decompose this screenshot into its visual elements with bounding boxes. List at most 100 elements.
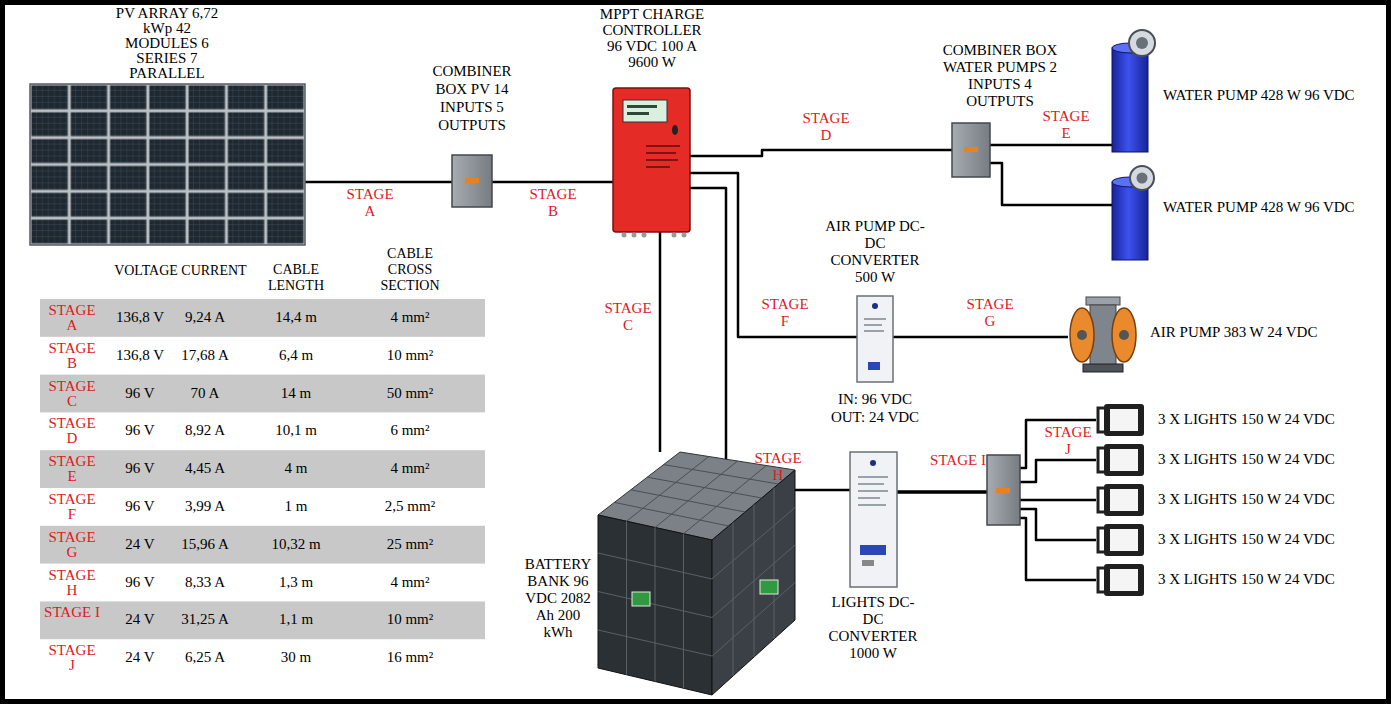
- table-cell: 4 m: [251, 460, 341, 477]
- battery-bank: BATTERY BANK 96 VDC 2082 Ah 200 kWh: [598, 452, 795, 695]
- charge-controller-body: [613, 88, 690, 232]
- combiner-box-label: COMBINER BOX PV 14 INPUTS 5 OUTPUTS: [422, 62, 522, 134]
- pv-array: PV ARRAY 6,72 kWp 42 MODULES 6 SERIES 7 …: [30, 84, 305, 245]
- light-lens: [1110, 489, 1138, 511]
- stage-label: STAGE I: [44, 605, 100, 620]
- table-cell: 24 V: [95, 649, 185, 666]
- table-cell: 96 V: [95, 574, 185, 591]
- light-lens: [1110, 569, 1138, 591]
- cable-line: [659, 232, 662, 452]
- light-fixture-label: 3 X LIGHTS 150 W 24 VDC: [1158, 531, 1383, 548]
- table-cell: 96 V: [95, 460, 185, 477]
- table-cell: 30 m: [251, 649, 341, 666]
- display-line: [627, 112, 649, 115]
- cable-line: [990, 144, 1112, 147]
- air-pump-hub: [1077, 330, 1087, 340]
- converter-switch: [868, 362, 880, 370]
- water-pump-outlet: [1137, 173, 1148, 184]
- converter-marking: [858, 483, 884, 485]
- combiner-box: COMBINER BOX WATER PUMPS 2 INPUTS 4 OUTP…: [952, 123, 990, 177]
- stage-label: STAGE J: [1040, 424, 1096, 458]
- light-fixture-label: 3 X LIGHTS 150 W 24 VDC: [1158, 491, 1383, 508]
- dc-dc-converter: LIGHTS DC-DC CONVERTER 1000 W: [850, 452, 897, 587]
- stage-label: STAGE H: [750, 450, 806, 484]
- dc-dc-converter-label: AIR PUMP DC-DC CONVERTER 500 W: [825, 218, 925, 286]
- light-fixture: 3 X LIGHTS 150 W 24 VDC: [1096, 483, 1146, 517]
- converter-marking: [864, 330, 884, 332]
- light-lens: [1110, 409, 1138, 431]
- converter-led: [872, 303, 878, 309]
- combiner-box-body: [952, 123, 990, 177]
- light-fixture-label: 3 X LIGHTS 150 W 24 VDC: [1158, 571, 1383, 588]
- light-housing: [1104, 564, 1144, 596]
- light-fixture: 3 X LIGHTS 150 W 24 VDC: [1096, 563, 1146, 597]
- stage-label: STAGE A: [44, 303, 100, 333]
- converter-marking: [858, 504, 886, 506]
- air-pump-chamber: [1070, 308, 1094, 362]
- table-cell: 4 mm²: [365, 309, 455, 326]
- cable-line: [690, 150, 952, 156]
- light-fixture-label: 3 X LIGHTS 150 W 24 VDC: [1158, 451, 1383, 468]
- combiner-box-label: COMBINER BOX WATER PUMPS 2 INPUTS 4 OUTP…: [935, 42, 1065, 110]
- table-row-shade: [40, 299, 485, 337]
- table-row-shade: [40, 601, 485, 639]
- converter-switch: [862, 560, 874, 566]
- table-cell: 2,5 mm²: [365, 498, 455, 515]
- converter-marking: [858, 497, 880, 499]
- light-lens: [1110, 529, 1138, 551]
- water-pump-flange: [1130, 166, 1154, 190]
- terminal: [642, 233, 647, 238]
- table-row-shade: [40, 375, 485, 413]
- table-cell: 136,8 V: [95, 347, 185, 364]
- table-cell: 31,25 A: [160, 611, 250, 628]
- table-cell: 10,1 m: [251, 422, 341, 439]
- battery-cell-lines: [712, 488, 795, 676]
- converter-led: [870, 460, 876, 466]
- water-pump-label: WATER PUMP 428 W 96 VDC: [1163, 87, 1378, 104]
- dc-dc-converter-label: IN: 96 VDC OUT: 24 VDC: [825, 390, 925, 426]
- table-cell: 6,25 A: [160, 649, 250, 666]
- table-cell: 10 mm²: [365, 611, 455, 628]
- controller-knob: [672, 125, 678, 135]
- table-header: CABLE LENGTH: [261, 262, 331, 294]
- stage-label: STAGE G: [44, 530, 100, 560]
- table-cell: 9,24 A: [160, 309, 250, 326]
- air-pump-label: AIR PUMP 383 W 24 VDC: [1150, 324, 1380, 341]
- stage-label: STAGE F: [44, 492, 100, 522]
- light-housing: [1104, 524, 1144, 556]
- terminal: [632, 233, 637, 238]
- cable-line: [492, 181, 613, 184]
- water-pump-label: WATER PUMP 428 W 96 VDC: [1163, 199, 1378, 216]
- battery-label: [760, 580, 778, 594]
- stage-label: STAGE G: [962, 296, 1018, 330]
- stage-label: STAGE C: [44, 379, 100, 409]
- stage-label: STAGE E: [1038, 108, 1094, 142]
- light-bracket: [1098, 408, 1104, 592]
- converter-body: [850, 452, 897, 587]
- table-header: CURRENT: [174, 262, 254, 279]
- controller-marking: [646, 152, 676, 154]
- table-cell: 96 V: [95, 422, 185, 439]
- table-cell: 96 V: [95, 385, 185, 402]
- table-cell: 6,4 m: [251, 347, 341, 364]
- light-lens: [1110, 449, 1138, 471]
- table-cell: 24 V: [95, 611, 185, 628]
- air-pump-hub: [1119, 330, 1129, 340]
- table-cell: 6 mm²: [365, 422, 455, 439]
- converter-body: [857, 296, 893, 382]
- table-cell: 3,99 A: [160, 498, 250, 515]
- light-housing: [1104, 444, 1144, 476]
- display-line: [627, 105, 657, 108]
- controller-marking: [646, 145, 680, 147]
- terminal: [672, 233, 677, 238]
- light-fixture-label: 3 X LIGHTS 150 W 24 VDC: [1158, 411, 1383, 428]
- stage-label: STAGE A: [342, 186, 398, 220]
- charge-controller-label: MPPT CHARGE CONTROLLER 96 VDC 100 A 9600…: [598, 6, 706, 70]
- battery-label: [632, 592, 650, 606]
- water-pump: WATER PUMP 428 W 96 VDC: [1112, 165, 1150, 262]
- table-cell: 25 mm²: [365, 536, 455, 553]
- stage-label: STAGE B: [525, 186, 581, 220]
- cable-line: [305, 181, 452, 184]
- water-pump-body: [1112, 48, 1148, 152]
- table-cell: 14,4 m: [251, 309, 341, 326]
